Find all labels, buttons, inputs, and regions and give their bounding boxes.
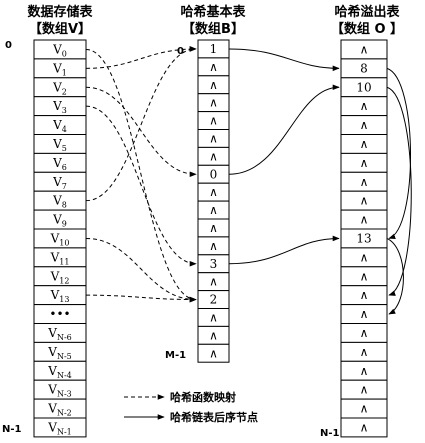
b-cell-value: 3 [210, 257, 218, 271]
v-cell-label: V12 [50, 269, 70, 285]
o-cell-value: ∧ [360, 99, 369, 113]
legend: 哈希函数映射 哈希链表后序节点 [124, 390, 258, 424]
o-cell-value: ∧ [360, 383, 369, 397]
v-cell-label: V7 [52, 175, 67, 191]
chain-link-arrow [228, 48, 340, 72]
hash-mapping-arrow [85, 46, 197, 202]
o-cell-value: ∧ [360, 213, 369, 227]
v-cell-label: V6 [52, 156, 67, 172]
o-cell-value: ∧ [360, 269, 369, 283]
b-cell-value: ∧ [209, 96, 218, 110]
b-start-index: 0 [177, 46, 184, 57]
b-cell-value: ∧ [209, 275, 218, 289]
chain-link-arrow [386, 67, 411, 240]
v-cell-label: V8 [52, 194, 67, 210]
o-cell-value: ∧ [360, 364, 369, 378]
o-cell [340, 417, 388, 438]
o-cell-value: 10 [356, 80, 371, 94]
v-cell-label: VN-3 [47, 383, 71, 399]
v-cell-label: V10 [50, 231, 70, 247]
v-cell-label: V4 [52, 118, 67, 134]
o-cell-value: 13 [356, 231, 371, 245]
chain-link-arrow [386, 237, 404, 315]
v-cell-label: V11 [50, 250, 70, 266]
chain-link-arrow [386, 86, 412, 296]
b-cell-value: ∧ [209, 239, 218, 253]
o-table-title: 哈希溢出表 [334, 4, 400, 20]
b-cell-value: ∧ [209, 221, 218, 235]
o-end-index: N-1 [320, 428, 340, 439]
v-table-title: 数据存储表 [27, 4, 93, 20]
o-cell-value: 8 [360, 61, 368, 75]
o-cell-value: ∧ [360, 345, 369, 359]
v-cell-label: ••• [49, 307, 70, 321]
b-cell-value: ∧ [209, 203, 218, 217]
v-cell-label: VN-1 [47, 420, 71, 436]
b-table: 1 ∧ ∧ ∧ ∧ ∧ ∧ 0 ∧ ∧ ∧ ∧ 3 ∧ 2 ∧ ∧ ∧ [197, 39, 230, 363]
v-end-index: N-1 [2, 424, 22, 435]
o-table: ∧ 8 10 ∧ ∧ ∧ ∧ ∧ ∧ ∧ 13 ∧ ∧ ∧ ∧ ∧ ∧ ∧ ∧ ∧ ∧ [340, 39, 388, 438]
legend-solid-label: 哈希链表后序节点 [170, 410, 258, 424]
o-cell-value: ∧ [360, 118, 369, 132]
hash-mapping-arrow [85, 48, 197, 303]
b-cell-value: ∧ [209, 328, 218, 342]
v-cell-label: V9 [52, 213, 67, 229]
o-cell-value: ∧ [360, 250, 369, 264]
b-cell-value: ∧ [209, 60, 218, 74]
v-cell-label: VN-4 [47, 364, 71, 380]
b-table-title: 哈希基本表 [180, 4, 246, 20]
legend-dashed-label: 哈希函数映射 [170, 390, 236, 404]
o-cell-value: ∧ [360, 402, 369, 416]
v-cell-label: V3 [52, 99, 67, 115]
v-cell-label: V2 [52, 80, 67, 96]
chain-link-arrow [228, 235, 340, 265]
v-cell-label: VN-2 [47, 402, 71, 418]
hash-mapping-arrow [85, 86, 197, 178]
v-cell-label: V13 [50, 288, 70, 304]
v-cell-label: VN-6 [47, 326, 71, 342]
hash-mapping-arrow [85, 237, 197, 303]
b-table-subtitle: 【数组B】 [182, 21, 244, 37]
b-cell-value: ∧ [209, 310, 218, 324]
b-cell-value: ∧ [209, 78, 218, 92]
v-cell-label: V5 [52, 137, 67, 153]
hash-mapping-arrow [85, 46, 197, 69]
v-cell [33, 417, 87, 438]
o-cell-value: ∧ [360, 307, 369, 321]
o-cell-value: ∧ [360, 42, 369, 56]
b-cell-value: ∧ [209, 149, 218, 163]
b-end-index: M-1 [165, 350, 186, 361]
o-cell-value: ∧ [360, 288, 369, 302]
b-cell-value: ∧ [209, 346, 218, 360]
chain-link-arrow [228, 84, 340, 175]
hash-mapping-arrow [85, 105, 197, 267]
b-cell-value: ∧ [209, 131, 218, 145]
hash-mapping-arrow [85, 294, 197, 303]
b-cell-value: 1 [210, 42, 218, 56]
v-table-subtitle: 【数组V】 [29, 21, 91, 37]
o-cell-value: ∧ [360, 326, 369, 340]
b-cell [197, 343, 230, 363]
v-start-index: 0 [5, 40, 12, 51]
b-cell-value: 2 [210, 293, 218, 307]
b-cell-value: ∧ [209, 114, 218, 128]
arrows [85, 46, 412, 315]
o-cell-value: ∧ [360, 137, 369, 151]
b-cell-value: ∧ [209, 185, 218, 199]
o-table-subtitle: 【数组 O 】 [331, 21, 403, 37]
o-cell-value: ∧ [360, 420, 369, 434]
v-cell-label: V0 [52, 42, 67, 58]
b-cell-value: 0 [210, 167, 218, 181]
o-cell-value: ∧ [360, 156, 369, 170]
o-cell-value: ∧ [360, 175, 369, 189]
v-cell-label: VN-5 [47, 345, 71, 361]
o-cell-value: ∧ [360, 194, 369, 208]
v-cell-label: V1 [52, 61, 67, 77]
